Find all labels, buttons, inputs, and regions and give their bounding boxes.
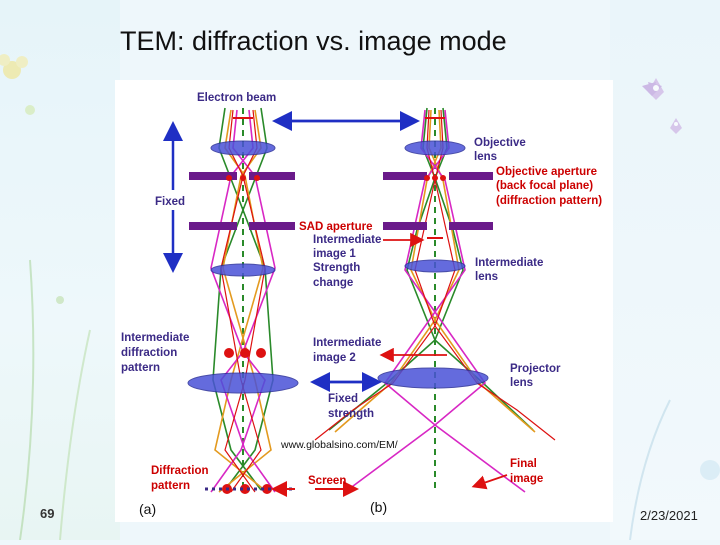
- label-strength-change-1: Strength: [313, 262, 360, 274]
- objective-aperture-right-a: [249, 172, 295, 180]
- intermediate-lens-a: [210, 263, 276, 277]
- label-int-diffraction-3: pattern: [121, 362, 160, 374]
- label-objective-aperture-1: Objective aperture: [496, 166, 597, 178]
- label-objective-aperture-3: (diffraction pattern): [496, 195, 602, 207]
- objective-lens-b: [404, 140, 466, 156]
- label-int-diffraction-1: Intermediate: [121, 332, 189, 344]
- left-decoration-panel: [0, 0, 120, 541]
- objective-lens-a: [210, 140, 276, 156]
- aperture-left-b: [383, 222, 427, 230]
- label-objective-lens-1: Objective: [474, 137, 526, 149]
- label-projector-lens-2: lens: [510, 377, 533, 389]
- annotation-arrows: [163, 111, 508, 497]
- column-a-rays: [210, 107, 276, 493]
- label-fixed-strength-2: strength: [328, 408, 374, 420]
- label-fixed-strength-1: Fixed: [328, 393, 358, 405]
- projector-lens-b: [377, 367, 489, 389]
- slide-title: TEM: diffraction vs. image mode: [120, 26, 507, 56]
- objective-aperture-left-a: [189, 172, 237, 180]
- label-panel-b: (b): [370, 499, 387, 515]
- label-intermediate-lens-2: lens: [475, 271, 498, 283]
- label-intermediate-image-2-b: image 2: [313, 352, 356, 364]
- label-intermediate-image-1-b: image 1: [313, 248, 356, 260]
- label-objective-aperture-2: (back focal plane): [496, 180, 593, 192]
- label-panel-a: (a): [139, 501, 156, 517]
- label-website: www.globalsino.com/EM/: [280, 439, 398, 451]
- flower-decoration-right: [629, 78, 720, 541]
- right-decoration-panel: [610, 0, 720, 541]
- sad-aperture-right-a: [249, 222, 295, 230]
- column-a-optics: [187, 117, 299, 494]
- flower-decoration: [0, 54, 91, 541]
- label-final-image-2: image: [510, 473, 543, 485]
- label-final-image-1: Final: [510, 458, 537, 470]
- slide-date: 2/23/2021: [640, 508, 698, 523]
- column-b-optics: [377, 117, 493, 389]
- label-diffraction-pattern-1: Diffraction: [151, 465, 209, 477]
- label-intermediate-lens-1: Intermediate: [475, 257, 543, 269]
- intermediate-lens-b: [404, 259, 466, 273]
- label-diffraction-pattern-2: pattern: [151, 480, 190, 492]
- objective-aperture-right-b: [449, 172, 493, 180]
- sad-aperture-left-a: [189, 222, 237, 230]
- label-intermediate-image-1-a: Intermediate: [313, 234, 381, 246]
- label-electron-beam: Electron beam: [197, 92, 276, 104]
- tem-diagram: Electron beam Fixed Objective lens Inter…: [115, 80, 613, 522]
- label-screen: Screen: [308, 475, 346, 487]
- objective-aperture-left-b: [383, 172, 427, 180]
- label-objective-lens-2: lens: [474, 151, 497, 163]
- label-strength-change-2: change: [313, 277, 353, 289]
- label-projector-lens-1: Projector: [510, 363, 561, 375]
- slide-number: 69: [40, 506, 55, 521]
- label-int-diffraction-2: diffraction: [121, 347, 177, 359]
- label-fixed: Fixed: [155, 196, 185, 208]
- aperture-right-b: [449, 222, 493, 230]
- label-sad-aperture: SAD aperture: [299, 221, 373, 233]
- projector-lens-a: [187, 372, 299, 394]
- label-intermediate-image-2-a: Intermediate: [313, 337, 381, 349]
